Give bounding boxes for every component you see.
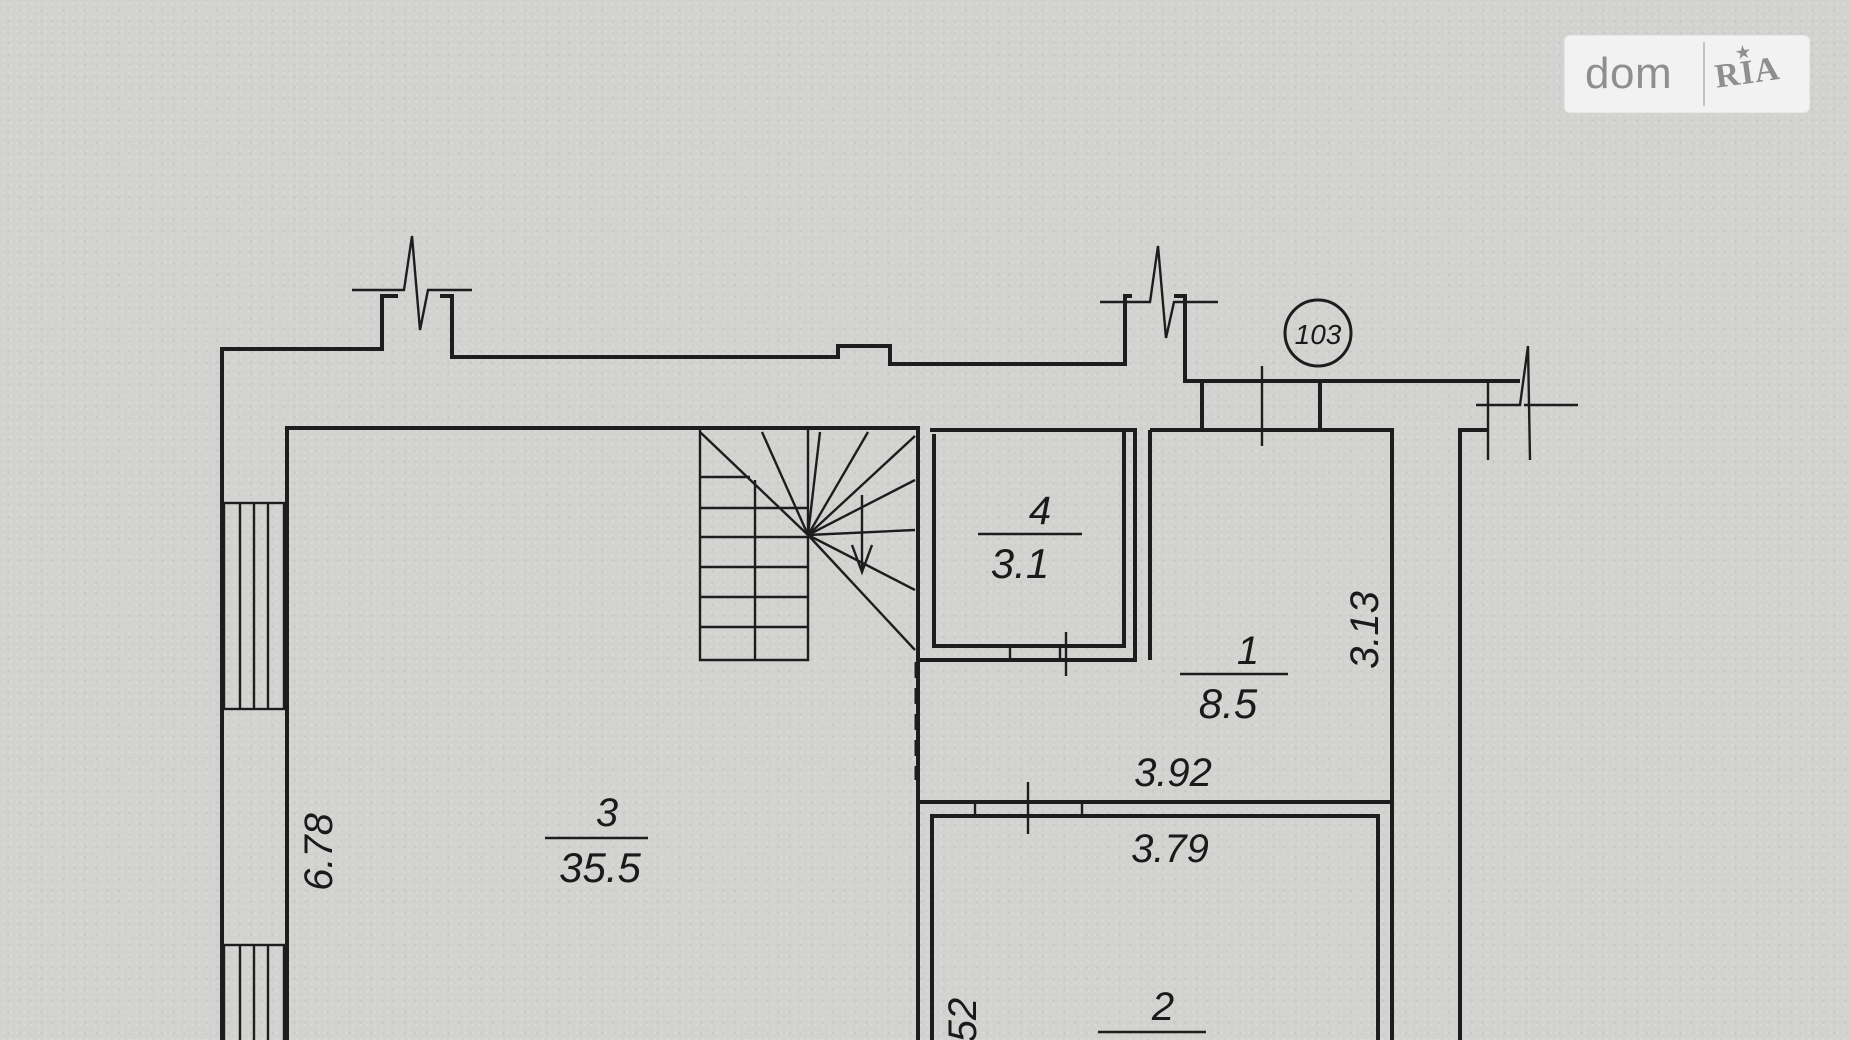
dimension-left-height: 6.78 (297, 812, 341, 891)
dimension-room2-height: 52 (941, 998, 985, 1040)
room-3-label: 3 35.5 (545, 791, 648, 891)
room-1-walls (1148, 366, 1394, 1040)
window-left-lower (222, 943, 286, 1040)
apartment-marker-number: 103 (1295, 319, 1342, 350)
staircase (698, 430, 916, 662)
room-3-number: 3 (596, 791, 618, 835)
watermark-mark: RIA (1703, 50, 1783, 98)
room-3-area: 35.5 (559, 844, 641, 891)
apartment-marker: 103 (1283, 298, 1353, 368)
watermark-logo: dom RIA (1565, 36, 1809, 112)
room-2-walls (918, 782, 1392, 1040)
room-4-label: 4 3.1 (978, 489, 1082, 587)
dimension-room1-height: 3.13 (1343, 591, 1387, 669)
watermark-text: dom (1585, 49, 1673, 98)
room-1-area: 8.5 (1199, 680, 1258, 727)
outer-walls (220, 294, 1520, 1040)
room-1-label: 1 8.5 (1180, 629, 1288, 727)
dimension-room2-width: 3.79 (1131, 827, 1209, 871)
window-left-upper (222, 501, 286, 711)
break-symbols (352, 235, 1578, 461)
room-1-number: 1 (1237, 629, 1259, 673)
room-4-number: 4 (1029, 489, 1051, 533)
room-2-number: 2 (1151, 985, 1174, 1029)
dimension-room1-width: 3.92 (1134, 751, 1212, 795)
room-4-walls (918, 428, 1137, 676)
room-2-label: 2 (1098, 985, 1206, 1034)
room-4-area: 3.1 (991, 540, 1049, 587)
